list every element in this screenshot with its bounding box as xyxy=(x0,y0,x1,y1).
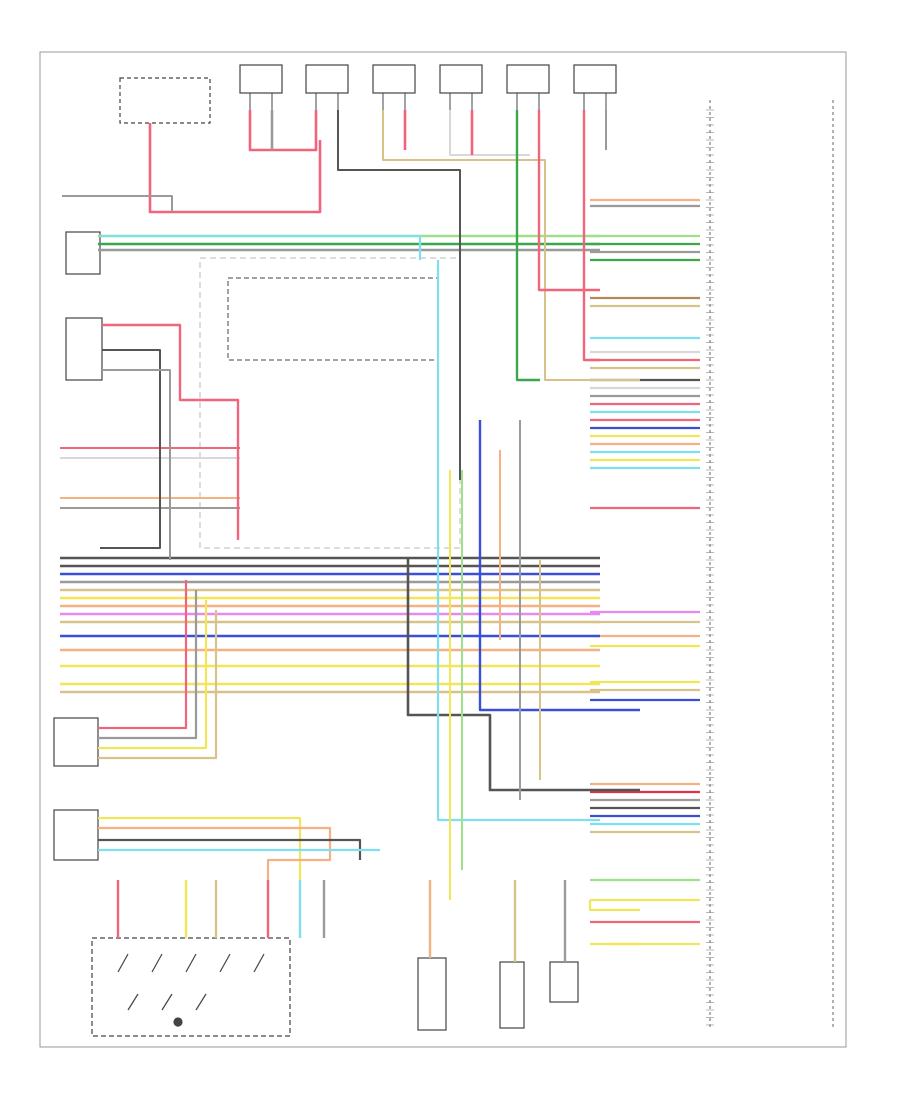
wire xyxy=(98,580,188,730)
wire xyxy=(295,110,318,152)
wire xyxy=(537,110,600,292)
left-box-top xyxy=(65,231,101,275)
top-connectors xyxy=(239,64,617,94)
solenoid-box-2 xyxy=(499,961,525,1029)
wire xyxy=(102,369,171,560)
wire xyxy=(382,110,640,381)
wire xyxy=(436,260,600,822)
wire xyxy=(337,110,461,480)
wire xyxy=(98,826,332,880)
wire xyxy=(98,590,198,740)
range-switch-box xyxy=(91,937,291,1037)
solenoid-box-1 xyxy=(417,957,447,1031)
center-control-box xyxy=(227,277,439,361)
ground-symbol xyxy=(173,1017,183,1027)
wire xyxy=(449,110,530,156)
left-components xyxy=(53,231,103,861)
top-left-switch-box xyxy=(119,77,211,124)
diagram-border xyxy=(39,51,847,1048)
switch-contacts xyxy=(117,953,265,1027)
wire xyxy=(148,123,322,214)
wire xyxy=(98,600,208,750)
wire xyxy=(98,610,218,760)
top-connector-2 xyxy=(305,64,349,94)
bottom-components xyxy=(91,937,579,1037)
wire xyxy=(98,838,362,860)
wire xyxy=(406,558,640,792)
wire xyxy=(100,349,161,549)
left-box-sensor-b xyxy=(53,809,99,861)
wire xyxy=(62,195,173,212)
top-connector-4 xyxy=(439,64,483,94)
left-box-sensor-a xyxy=(53,717,99,767)
wire xyxy=(515,110,540,382)
top-connector-1 xyxy=(239,64,283,94)
wire xyxy=(478,420,640,712)
top-connector-3 xyxy=(372,64,416,94)
wire xyxy=(248,110,295,152)
top-connector-5 xyxy=(506,64,550,94)
pcm-connector-column xyxy=(706,100,834,1030)
top-connector-6 xyxy=(573,64,617,94)
wire xyxy=(582,110,600,362)
wire xyxy=(588,900,640,912)
wire xyxy=(100,234,422,260)
top-connector-pins xyxy=(249,93,607,110)
wire-harness xyxy=(60,110,700,962)
left-box-relay xyxy=(65,317,103,381)
wire xyxy=(102,323,240,540)
solenoid-box-3 xyxy=(549,961,579,1003)
